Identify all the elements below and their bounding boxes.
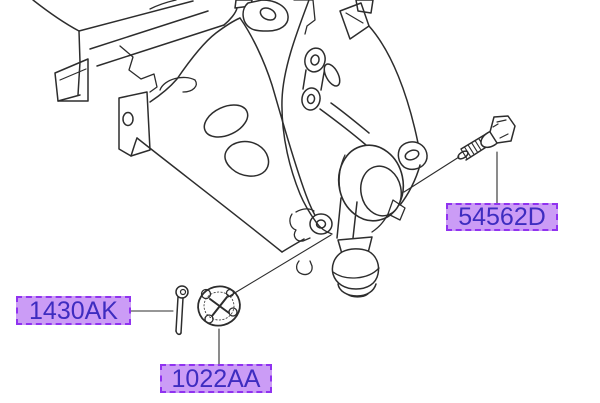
subframe-drawing [32,0,289,102]
part-label-1430ak[interactable]: 1430AK [16,296,131,325]
flange-bolt-drawing [457,115,516,161]
part-label-54562d[interactable]: 54562D [446,203,558,231]
castle-nut-drawing [197,285,241,327]
lower-control-arm-drawing [118,17,333,276]
steering-knuckle-drawing [281,0,428,255]
ball-joint-drawing [331,248,380,298]
part-label-1022aa[interactable]: 1022AA [160,364,272,393]
cotter-pin-drawing [175,285,189,336]
leader-lines [130,151,498,365]
